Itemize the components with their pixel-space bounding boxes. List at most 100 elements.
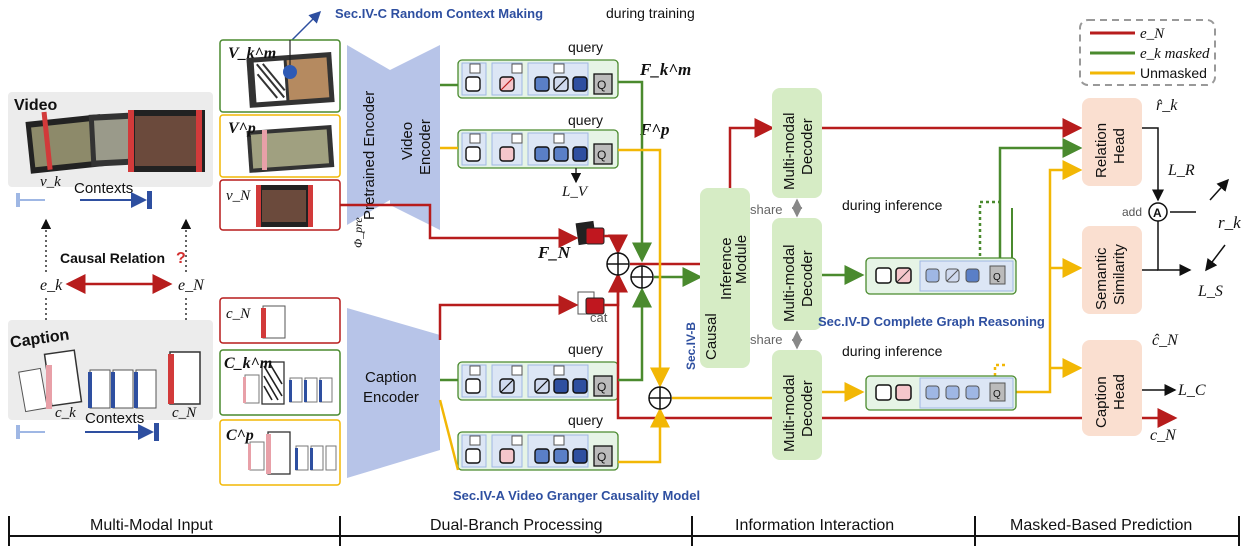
query-label-1: query: [568, 39, 603, 55]
f-km-label: F_k^m: [639, 60, 691, 79]
decoder-bottom-line2: Decoder: [799, 380, 816, 437]
stage-masked-prediction: Masked-Based Prediction: [1010, 517, 1192, 534]
contexts-top-label: Contexts: [74, 180, 133, 197]
caption-head-line1: Caption: [1093, 376, 1110, 428]
caption-ckm-box: C_k^m: [219, 349, 341, 416]
relation-line1: Relation: [1093, 123, 1110, 178]
relation-line2: Head: [1111, 128, 1128, 164]
decoder-bottom: Multi-modal Decoder: [772, 350, 822, 460]
feature-token: [465, 76, 481, 92]
caption-context-bar: [16, 423, 159, 441]
feature-token: [499, 448, 515, 464]
stage-information-interaction: Information Interaction: [735, 517, 894, 534]
l-v-label: L_V: [561, 184, 589, 200]
r-k-label: r_k: [1218, 213, 1241, 232]
causal-line2: Inference: [718, 237, 735, 300]
during-inference-top: during inference: [842, 197, 943, 213]
semantic-line1: Semantic: [1093, 247, 1110, 310]
cp-label: C^p: [226, 427, 254, 444]
ck-label: c_k: [55, 405, 76, 421]
feature-token: [572, 146, 588, 162]
video-encoder-line1: Video: [399, 122, 416, 160]
ckm-label: C_k^m: [224, 355, 272, 372]
pretrained-encoder-label: Pretrained Encoder: [361, 91, 378, 220]
decoder-top-line1: Multi-modal: [781, 112, 798, 190]
caption-cn-box: c_N: [219, 297, 341, 344]
caption-head-line2: Head: [1111, 374, 1128, 410]
causal-sec-label: Sec.IV-B: [684, 322, 698, 370]
decoder-top-line2: Decoder: [799, 118, 816, 175]
feature-token: [534, 448, 550, 464]
fn-video-icon: [575, 220, 605, 246]
f-p-label: F^p: [639, 120, 670, 139]
granger-title: Sec.IV-A Video Granger Causality Model: [453, 488, 700, 503]
ek-node-label: e_k: [40, 277, 63, 294]
vp-label: V^p: [228, 120, 256, 137]
feature-token: [553, 448, 569, 464]
query-token-label: Q: [597, 380, 606, 394]
video-label: Video: [14, 97, 58, 114]
decoder-top: Multi-modal Decoder: [772, 88, 822, 198]
vk-label: v_k: [40, 174, 61, 190]
query-token-label: Q: [597, 148, 606, 162]
cn-box-label: c_N: [226, 306, 251, 322]
c-hat-label: ĉ_N: [1152, 332, 1179, 349]
stage-multimodal-input: Multi-Modal Input: [90, 517, 213, 534]
f-n-label: F_N: [537, 243, 571, 262]
video-film-strip: [25, 110, 205, 174]
pretrained-encoder: Pretrained Encoder Φ_pre: [347, 45, 390, 248]
feature-token: [553, 146, 569, 162]
feature-token: [572, 76, 588, 92]
graph-reasoning-title: Sec.IV-D Complete Graph Reasoning: [818, 314, 1045, 329]
causal-question-mark: ?: [176, 250, 186, 267]
caption-doc-icons: [18, 349, 201, 413]
en-node-label: e_N: [178, 277, 205, 294]
legend-ek-masked-label: e_k masked: [1140, 46, 1210, 62]
causal-inference-module: Causal Inference Module Sec.IV-B: [684, 188, 750, 370]
semantic-similarity: Semantic Similarity: [1082, 226, 1142, 314]
feature-token: [534, 76, 550, 92]
strip-cp: Q: [457, 431, 619, 471]
c-n-out-label: c_N: [1150, 427, 1177, 444]
query-token: [593, 445, 613, 467]
add-circle-label: A: [1153, 206, 1162, 220]
query-token-label: Q: [597, 450, 606, 464]
random-context-title: Sec.IV-C Random Context Making: [335, 6, 543, 21]
video-vkm-box: V_k^m: [219, 39, 341, 113]
vn-box-label: v_N: [226, 188, 251, 204]
query-label-4: query: [568, 412, 603, 428]
video-input-panel: Video v_k: [8, 92, 213, 190]
video-vn-box: v_N: [219, 179, 341, 231]
causal-relation-label: Causal Relation: [60, 250, 165, 266]
causal-line3: Module: [733, 235, 750, 284]
during-inference-bottom: during inference: [842, 343, 943, 359]
cn-caption-icon: [577, 291, 605, 315]
query-token: [593, 375, 613, 397]
query-token: [593, 73, 613, 95]
l-c-label: L_C: [1177, 382, 1206, 399]
random-context-header: Sec.IV-C Random Context Making during tr…: [291, 5, 695, 41]
video-context-bar: [16, 191, 152, 209]
decoder-bottom-line1: Multi-modal: [781, 374, 798, 452]
semantic-line2: Similarity: [1111, 244, 1128, 305]
yellow-connections: [438, 146, 1083, 471]
phi-pre-label: Φ_pre: [351, 217, 365, 248]
query-label-3: query: [568, 341, 603, 357]
query-token: [593, 143, 613, 165]
decoder-mid-line1: Multi-modal: [781, 244, 798, 322]
decoder-output-green: Q: [865, 257, 1017, 295]
video-encoder-line2: Encoder: [417, 119, 434, 175]
share-label-bottom: share: [750, 332, 783, 347]
r-hat-label: r̂_k: [1156, 97, 1178, 114]
legend-en-label: e_N: [1140, 26, 1165, 42]
strip-vp: Q: [457, 129, 619, 169]
decoder-output-yellow: Q: [865, 375, 1017, 411]
video-vp-box: V^p: [219, 114, 341, 178]
share-links: share share: [750, 198, 803, 350]
add-label: add: [1122, 205, 1142, 219]
legend-box: [1079, 19, 1216, 86]
green-dotted-link: [978, 200, 1000, 268]
feature-token: [465, 378, 481, 394]
stage-dual-branch: Dual-Branch Processing: [430, 517, 603, 534]
